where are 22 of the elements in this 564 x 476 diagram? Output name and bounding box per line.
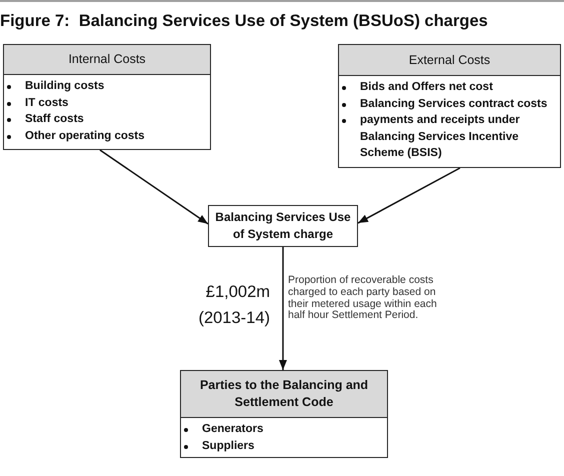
list-item: Building costs xyxy=(25,79,104,94)
list-item: Generators xyxy=(202,422,264,437)
arrow xyxy=(100,149,208,225)
annotation-note: Proportion of recoverable costs charged to each party based on their metered usage within each half hour Settlement Period. xyxy=(288,275,438,322)
list-item: payments and receipts under Balancing Services Incentive Scheme (BSIS) xyxy=(360,113,521,161)
arrow xyxy=(278,247,287,370)
category-box xyxy=(180,370,388,458)
list-item: IT costs xyxy=(25,96,68,110)
box-heading: External Costs xyxy=(339,45,560,76)
list-item: Bids and Offers net cost xyxy=(360,80,493,95)
category-box xyxy=(338,44,561,168)
box-heading: Internal Costs xyxy=(4,45,210,75)
arrow xyxy=(358,167,460,224)
process-box xyxy=(208,205,358,247)
box-label: Balancing Services Use of System charge xyxy=(214,209,352,243)
figure-title: Figure 7: Balancing Services Use of System (BSUoS) charges xyxy=(0,11,488,31)
category-box xyxy=(3,44,211,150)
list-item: Staff costs xyxy=(25,112,84,127)
list-item: Suppliers xyxy=(202,438,254,454)
box-heading: Parties to the Balancing and Settlement Code xyxy=(181,371,387,418)
list-item: Other operating costs xyxy=(25,128,144,144)
list-item: Balancing Services contract costs xyxy=(360,96,548,112)
